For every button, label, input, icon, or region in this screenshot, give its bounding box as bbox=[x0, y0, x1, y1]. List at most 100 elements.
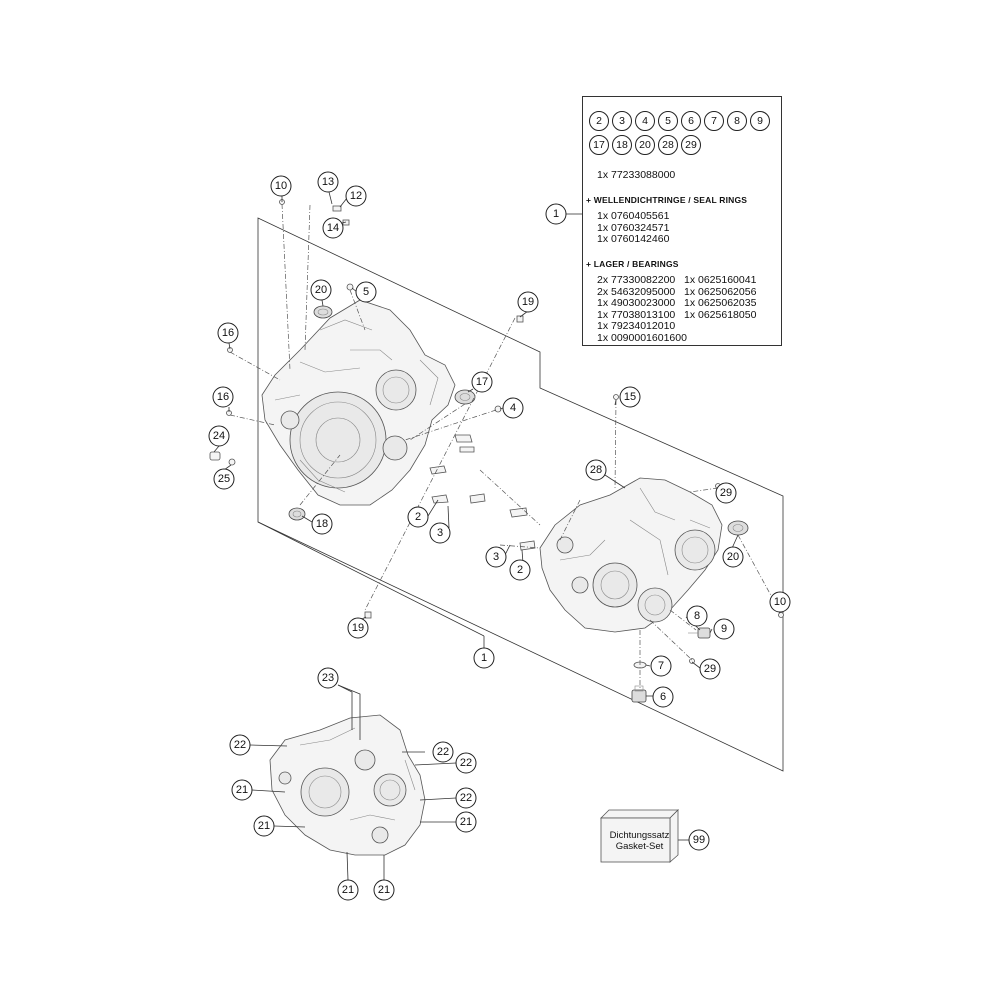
bearing-item: 1x 77038013100 bbox=[597, 308, 676, 321]
svg-text:16: 16 bbox=[222, 327, 234, 339]
bearing-item: 1x 0625062035 bbox=[684, 297, 757, 309]
seal-ring-item: 1x 0760405561 bbox=[597, 210, 670, 222]
svg-text:13: 13 bbox=[322, 176, 334, 188]
gasket-set-label: Dichtungssatz Gasket-Set bbox=[601, 830, 678, 852]
svg-text:19: 19 bbox=[352, 622, 364, 634]
assembly-boundary bbox=[257, 217, 784, 772]
svg-text:10: 10 bbox=[275, 180, 287, 192]
svg-text:29: 29 bbox=[720, 487, 732, 499]
small-brackets bbox=[429, 434, 536, 551]
gasket-set-box-shape bbox=[600, 809, 679, 863]
bearings-heading: + LAGER / BEARINGS bbox=[586, 259, 679, 269]
svg-text:21: 21 bbox=[258, 820, 270, 832]
callout-19-top: 19 bbox=[517, 291, 539, 313]
svg-text:21: 21 bbox=[378, 884, 390, 896]
bearing-18 bbox=[288, 507, 306, 521]
gasket-set-line2: Gasket-Set bbox=[615, 841, 664, 852]
svg-text:18: 18 bbox=[316, 518, 328, 530]
svg-text:29: 29 bbox=[704, 663, 716, 675]
info-callout: 4 bbox=[635, 111, 655, 131]
callout-16-b: 16 bbox=[212, 386, 234, 408]
right-crankcase-half bbox=[539, 477, 723, 633]
info-callout: 8 bbox=[727, 111, 747, 131]
callout-1-bottom: 1 bbox=[473, 647, 495, 669]
bearing-item: 1x 49030023000 bbox=[597, 297, 676, 309]
callout-22-a: 22 bbox=[229, 734, 251, 756]
svg-text:1: 1 bbox=[481, 652, 487, 664]
svg-text:21: 21 bbox=[460, 816, 472, 828]
svg-text:99: 99 bbox=[693, 834, 705, 846]
svg-text:22: 22 bbox=[437, 746, 449, 758]
svg-text:21: 21 bbox=[342, 884, 354, 896]
svg-text:9: 9 bbox=[721, 623, 727, 635]
bearing-20-left bbox=[313, 305, 333, 319]
info-callout: 28 bbox=[658, 135, 678, 155]
callout-1-box: 1 bbox=[545, 203, 567, 225]
svg-text:25: 25 bbox=[218, 473, 230, 485]
seal-rings-list: 1x 0760405561 1x 0760324571 1x 076014246… bbox=[597, 210, 670, 246]
callout-2-right: 2 bbox=[509, 559, 531, 581]
svg-text:12: 12 bbox=[350, 190, 362, 202]
callout-22-b: 22 bbox=[432, 741, 454, 763]
callout-29-bottom: 29 bbox=[699, 658, 721, 680]
left-crankcase-half bbox=[261, 299, 456, 506]
bearing-item: 1x 0625160041 bbox=[684, 274, 757, 286]
svg-text:22: 22 bbox=[234, 739, 246, 751]
callout-8: 8 bbox=[686, 605, 708, 627]
callout-3-right: 3 bbox=[485, 546, 507, 568]
callout-12: 12 bbox=[345, 185, 367, 207]
info-callout: 3 bbox=[612, 111, 632, 131]
seal-ring-item: 1x 0760324571 bbox=[597, 221, 670, 234]
callout-5: 5 bbox=[355, 281, 377, 303]
callout-24: 24 bbox=[208, 425, 230, 447]
callout-21-a: 21 bbox=[231, 779, 253, 801]
callout-2-mid: 2 bbox=[407, 506, 429, 528]
info-callout: 29 bbox=[681, 135, 701, 155]
screw-24-25 bbox=[209, 451, 236, 466]
callout-21-d: 21 bbox=[337, 879, 359, 901]
callout-21-c: 21 bbox=[455, 811, 477, 833]
svg-text:28: 28 bbox=[590, 464, 602, 476]
assembled-crankcase bbox=[269, 714, 426, 856]
svg-text:4: 4 bbox=[510, 402, 516, 414]
callout-28: 28 bbox=[585, 459, 607, 481]
callout-7: 7 bbox=[650, 655, 672, 677]
info-callout: 17 bbox=[589, 135, 609, 155]
svg-text:20: 20 bbox=[315, 284, 327, 296]
svg-text:14: 14 bbox=[327, 222, 339, 234]
callout-14: 14 bbox=[322, 217, 344, 239]
bearing-item: 2x 54632095000 bbox=[597, 285, 676, 298]
svg-text:2: 2 bbox=[415, 511, 421, 523]
callout-4: 4 bbox=[502, 397, 524, 419]
info-callout: 9 bbox=[750, 111, 770, 131]
svg-text:20: 20 bbox=[727, 551, 739, 563]
dowel-pins bbox=[226, 199, 784, 664]
svg-text:3: 3 bbox=[493, 551, 499, 563]
callout-21-b: 21 bbox=[253, 815, 275, 837]
callout-6: 6 bbox=[652, 686, 674, 708]
seal-rings-heading: + WELLENDICHTRINGE / SEAL RINGS bbox=[586, 195, 748, 205]
callout-15: 15 bbox=[619, 386, 641, 408]
gasket-set-line1: Dichtungssatz bbox=[609, 830, 670, 841]
main-part-number: 1x 77233088000 bbox=[597, 169, 676, 181]
svg-text:16: 16 bbox=[217, 391, 229, 403]
svg-text:5: 5 bbox=[363, 286, 369, 298]
svg-text:7: 7 bbox=[658, 660, 664, 672]
callout-10-right: 10 bbox=[769, 591, 791, 613]
bearings-list-right: 1x 0625160041 1x 0625062056 1x 062506203… bbox=[684, 274, 757, 321]
gasket-set-box: Dichtungssatz Gasket-Set bbox=[601, 810, 678, 862]
info-callout: 6 bbox=[681, 111, 701, 131]
svg-text:17: 17 bbox=[476, 376, 488, 388]
svg-text:8: 8 bbox=[694, 610, 700, 622]
info-callout: 2 bbox=[589, 111, 609, 131]
bearings-list-left: 2x 77330082200 2x 54632095000 1x 4903002… bbox=[597, 274, 687, 344]
callout-25: 25 bbox=[213, 468, 235, 490]
callout-13: 13 bbox=[317, 171, 339, 193]
info-callout: 20 bbox=[635, 135, 655, 155]
callout-21-e: 21 bbox=[373, 879, 395, 901]
info-callout: 7 bbox=[704, 111, 724, 131]
info-callout: 18 bbox=[612, 135, 632, 155]
svg-text:24: 24 bbox=[213, 430, 225, 442]
